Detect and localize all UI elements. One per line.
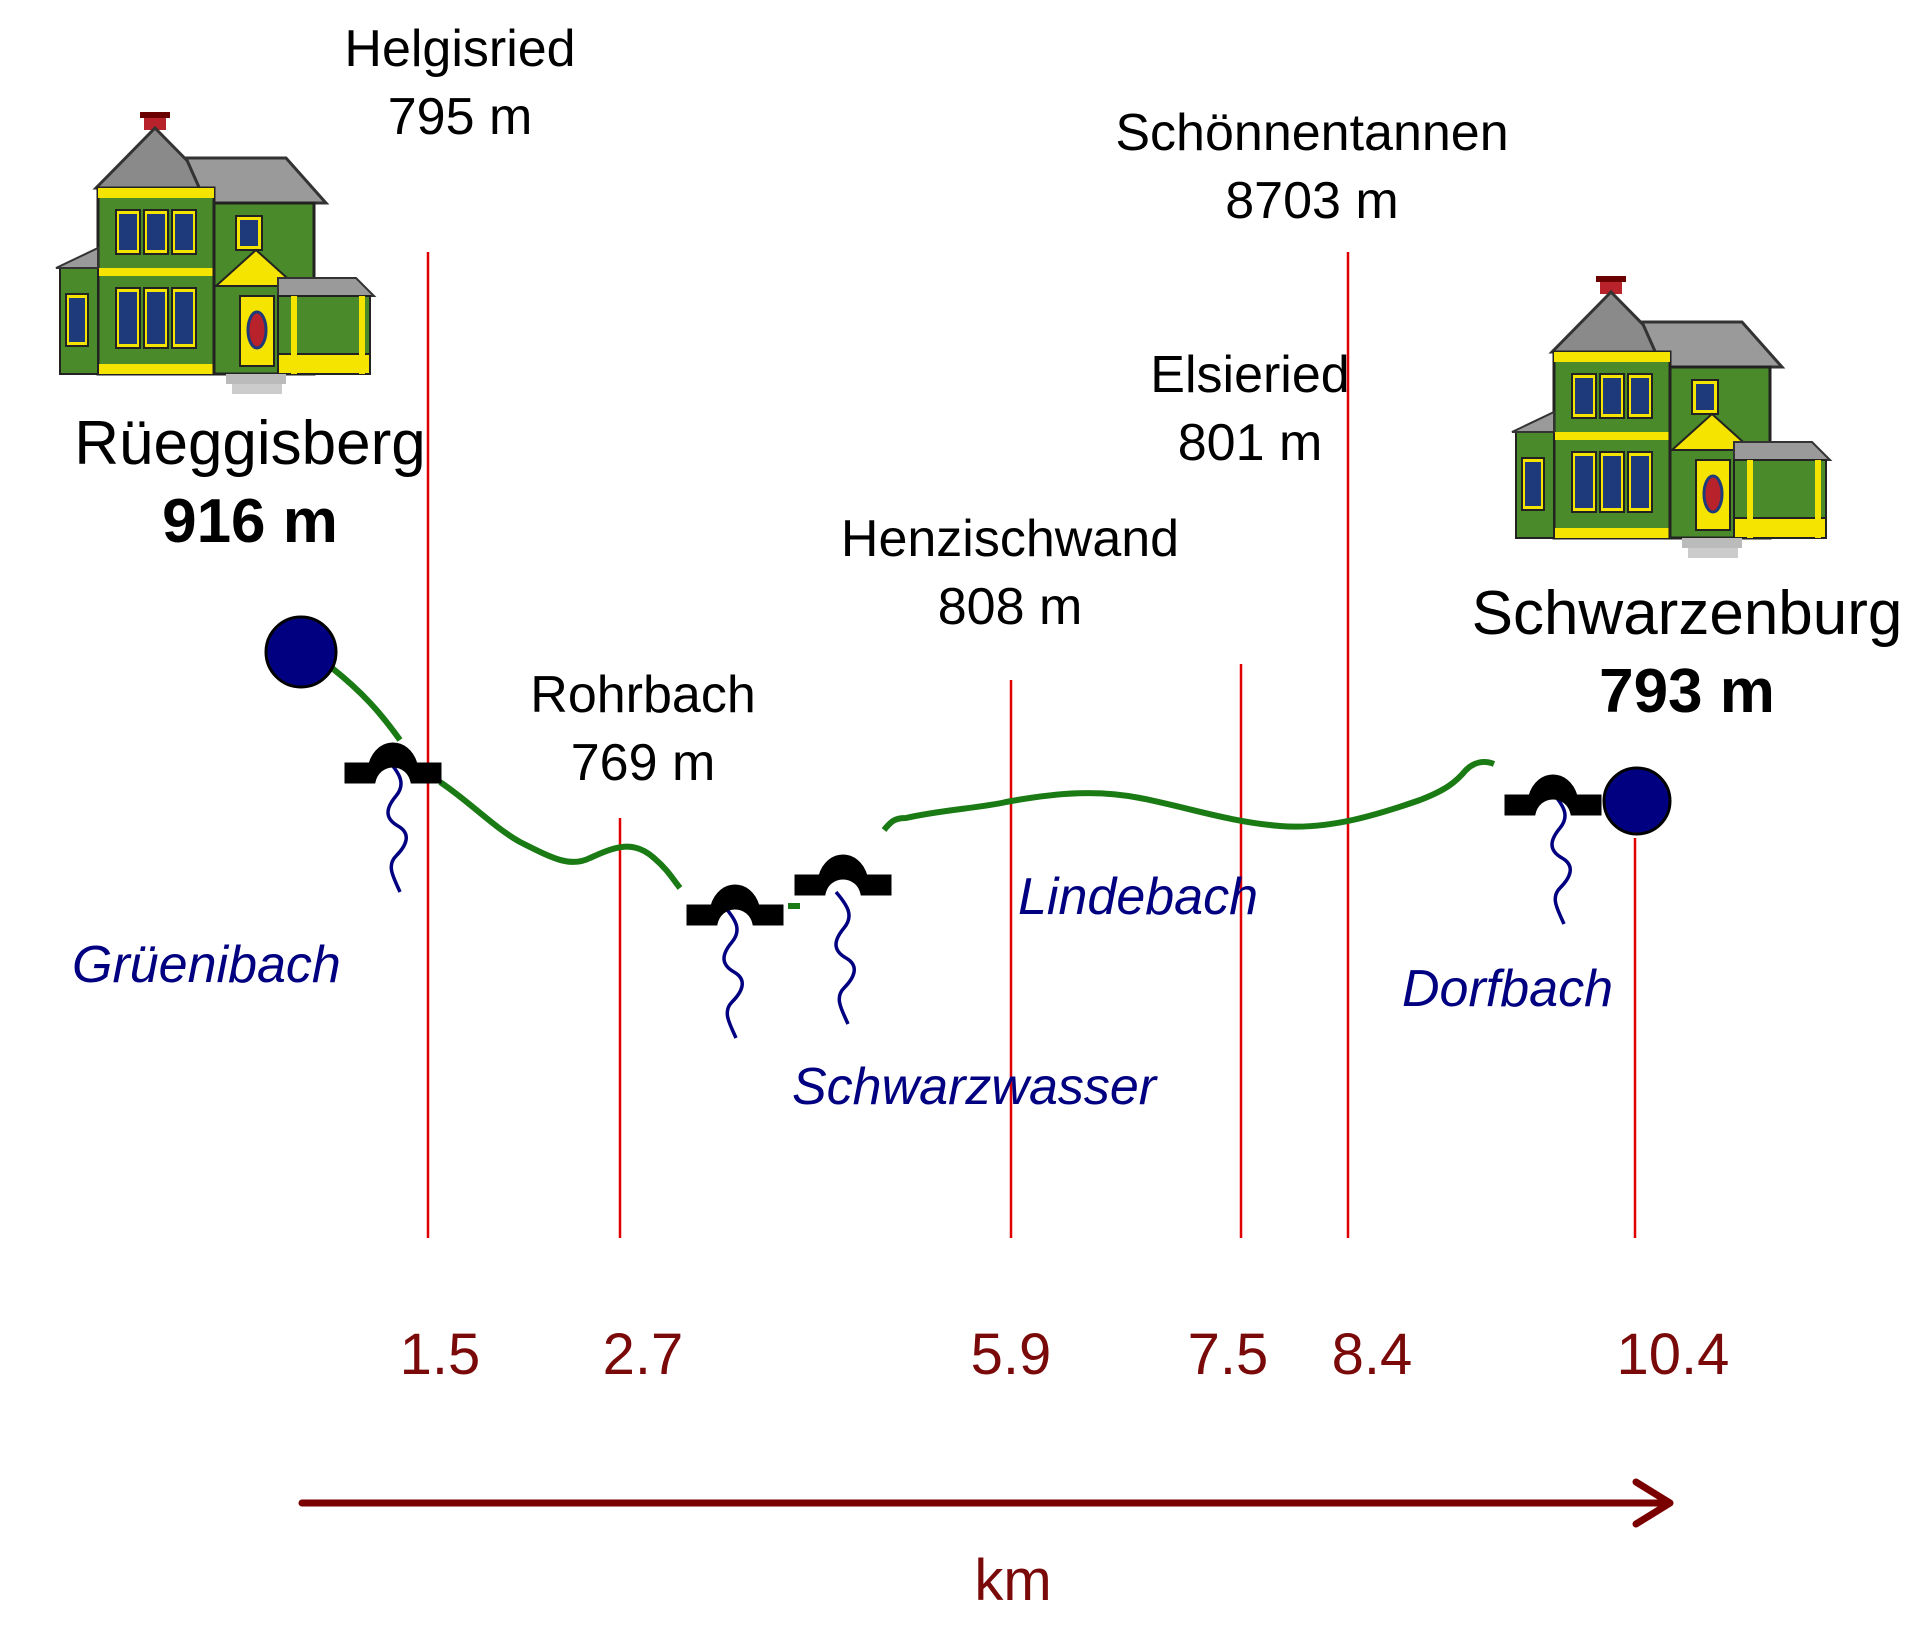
stream-label: Lindebach bbox=[1018, 868, 1258, 926]
river-icon bbox=[386, 758, 408, 894]
km-label: 5.9 bbox=[971, 1322, 1052, 1387]
stream-label: Dorfbach bbox=[1402, 960, 1613, 1018]
river-icon bbox=[834, 890, 856, 1026]
start-node bbox=[264, 615, 338, 689]
km-label: 10.4 bbox=[1617, 1322, 1730, 1387]
km-marker-lines bbox=[426, 252, 1637, 1238]
waypoint-name: Henzischwand bbox=[841, 510, 1179, 568]
waypoint-name: Schönnentannen bbox=[1115, 104, 1508, 162]
river-icon bbox=[1550, 790, 1572, 926]
waypoint-elevation: 795 m bbox=[388, 88, 533, 146]
bridge-icon bbox=[1504, 774, 1602, 816]
waypoint-elevation: 8703 m bbox=[1225, 172, 1398, 230]
waypoint-elevation: 808 m bbox=[938, 578, 1083, 636]
km-label: 1.5 bbox=[400, 1322, 481, 1387]
end-node bbox=[1602, 766, 1672, 836]
waypoint-elevation: 801 m bbox=[1178, 414, 1323, 472]
end-elevation: 793 m bbox=[1599, 657, 1775, 726]
stream-label: Schwarzwasser bbox=[792, 1058, 1159, 1116]
waypoint-name: Helgisried bbox=[344, 20, 575, 78]
axis-label: km bbox=[974, 1548, 1051, 1613]
waypoint-elevation: 769 m bbox=[571, 734, 716, 792]
house-icon bbox=[1512, 276, 1830, 558]
km-label: 7.5 bbox=[1188, 1322, 1269, 1387]
waypoint-name: Rohrbach bbox=[530, 666, 755, 724]
end-name: Schwarzenburg bbox=[1472, 579, 1903, 648]
route-line bbox=[330, 665, 1496, 909]
stream-label: Grüenibach bbox=[72, 936, 341, 994]
start-name: Rüeggisberg bbox=[74, 409, 426, 478]
bridge-icon bbox=[344, 742, 442, 784]
start-elevation: 916 m bbox=[162, 487, 338, 556]
bridge-icon bbox=[794, 854, 892, 896]
waypoint-name: Elsieried bbox=[1150, 346, 1349, 404]
arrow-right-icon bbox=[298, 1478, 1674, 1528]
house-icon bbox=[56, 112, 374, 394]
river-icon bbox=[722, 904, 744, 1040]
km-label: 2.7 bbox=[603, 1322, 684, 1387]
km-label: 8.4 bbox=[1332, 1322, 1413, 1387]
